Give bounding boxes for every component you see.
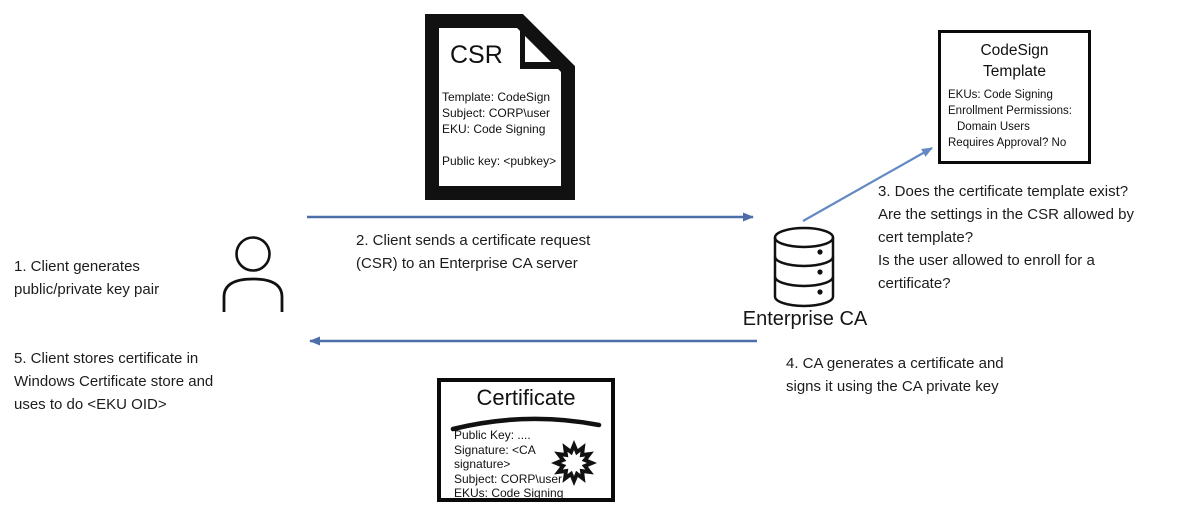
certificate-seal-icon	[551, 440, 597, 486]
database-icon	[772, 226, 836, 308]
certificate-arc	[450, 416, 602, 432]
certificate-title: Certificate	[476, 385, 576, 410]
enterprise-ca-label: Enterprise CA	[742, 308, 868, 330]
codesign-template-box: CodeSign Template EKUs: Code Signing Enr…	[938, 30, 1091, 164]
step2-text: 2. Client sends a certificate request (C…	[356, 232, 591, 272]
template-line: EKUs: Code Signing	[948, 89, 1053, 101]
csr-title: CSR	[450, 41, 503, 69]
template-line: Domain Users	[957, 121, 1030, 133]
template-line: Requires Approval? No	[948, 137, 1067, 149]
template-line: Enrollment Permissions:	[948, 105, 1072, 117]
csr-document: CSR Template: CodeSign Subject: CORP\use…	[424, 13, 576, 201]
template-title: CodeSign Template	[980, 42, 1049, 80]
step1-text: 1. Client generates public/private key p…	[14, 258, 160, 298]
certificate-body-text: Public Key: .... Signature: <CA signatur…	[454, 428, 564, 500]
template-body: EKUs: Code Signing Enrollment Permission…	[948, 87, 1088, 151]
client-person-icon	[218, 231, 288, 312]
csr-body-text: Template: CodeSign Subject: CORP\user EK…	[442, 90, 557, 168]
step3-text: 3. Does the certificate template exist? …	[878, 183, 1134, 292]
step5-text: 5. Client stores certificate in Windows …	[14, 350, 214, 413]
step4-text: 4. CA generates a certificate and signs …	[786, 355, 1004, 395]
document-icon	[425, 14, 575, 200]
certificate-box: Certificate Public Key: .... Signature: …	[437, 378, 615, 502]
